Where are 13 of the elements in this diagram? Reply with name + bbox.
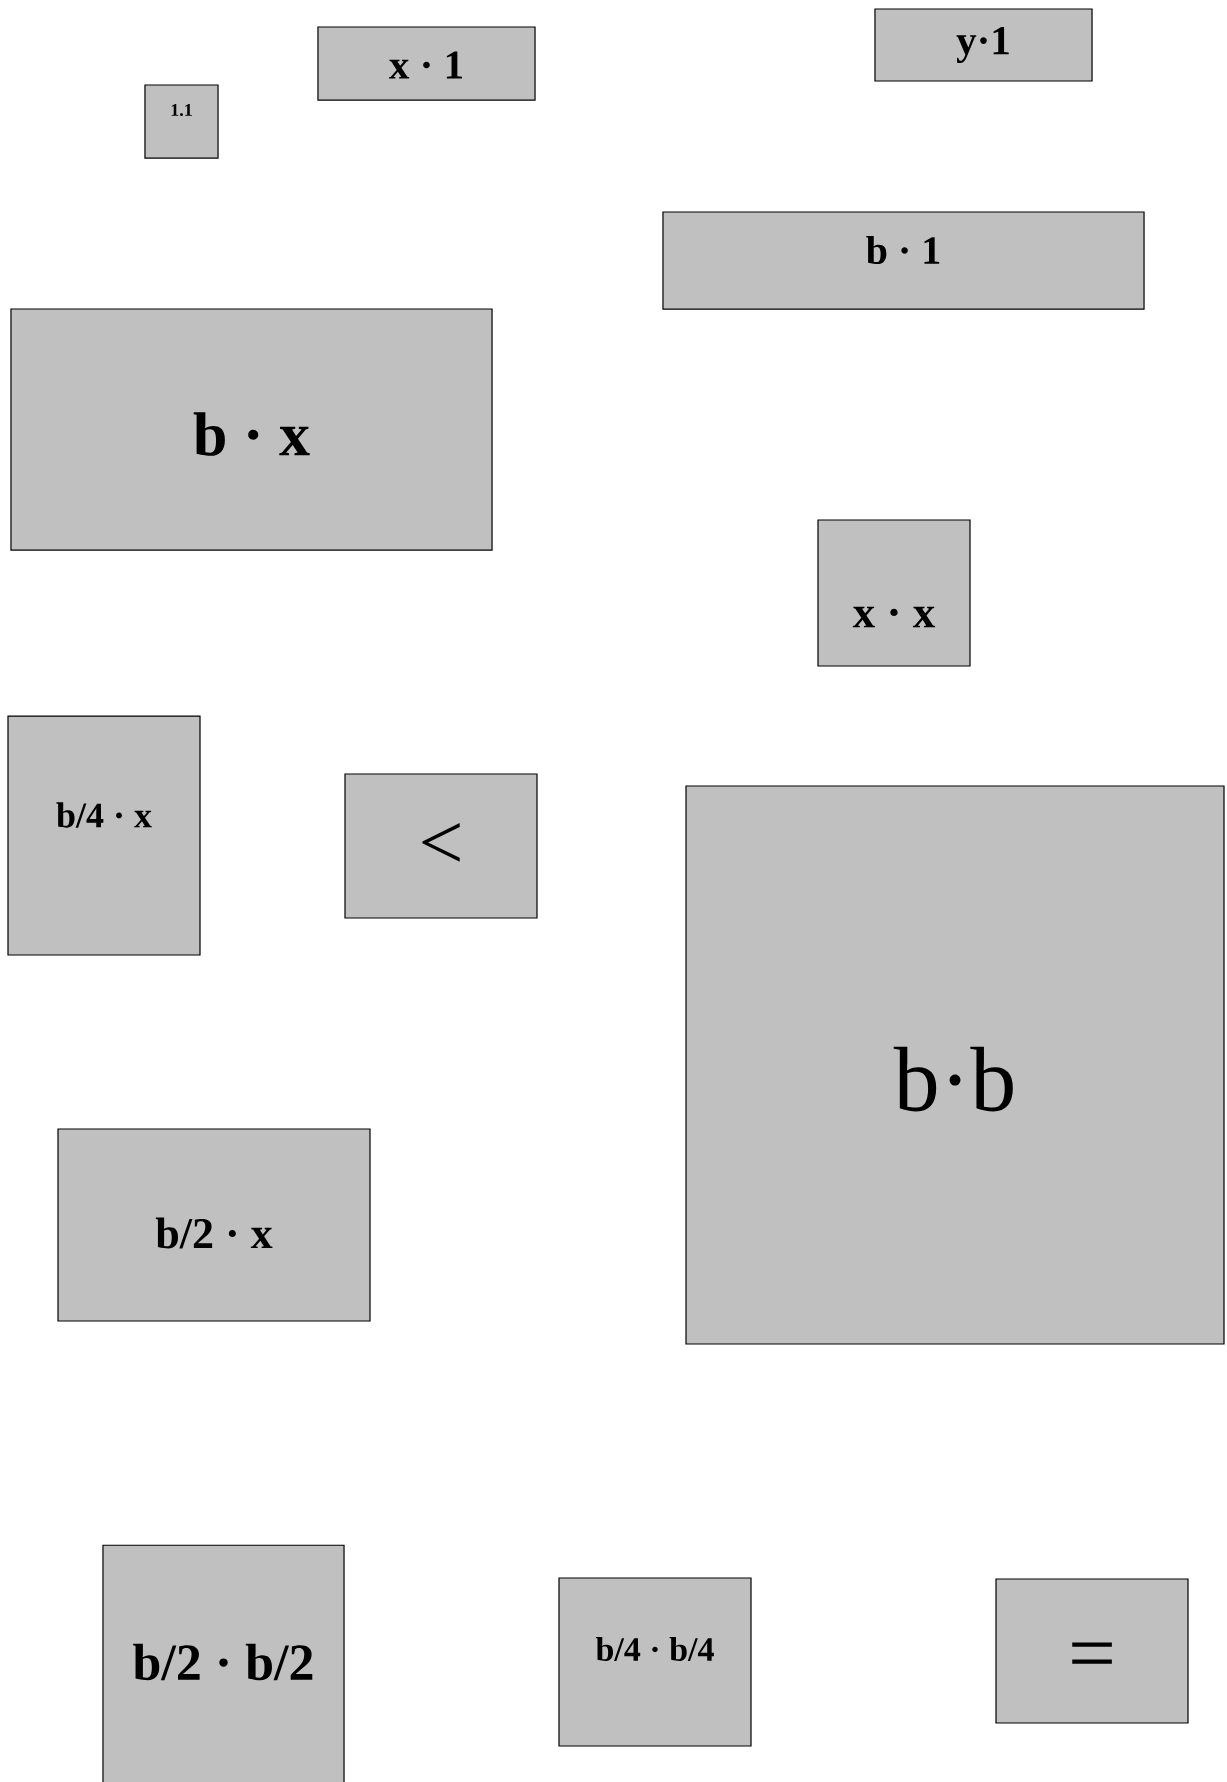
box: b/2 · b/2 [102, 1544, 345, 1782]
box: b/4 · x [7, 715, 201, 956]
box: < [344, 773, 538, 919]
box: x · x [817, 519, 971, 667]
box: b · x [10, 308, 493, 551]
box: x · 1 [317, 26, 536, 101]
box: y·1 [874, 8, 1093, 82]
box: b/4 · b/4 [558, 1577, 752, 1747]
box: 1.1 [144, 84, 219, 159]
box: b·b [685, 785, 1225, 1345]
box: = [995, 1578, 1189, 1724]
box: b/2 · x [57, 1128, 371, 1322]
box: b · 1 [662, 211, 1145, 310]
